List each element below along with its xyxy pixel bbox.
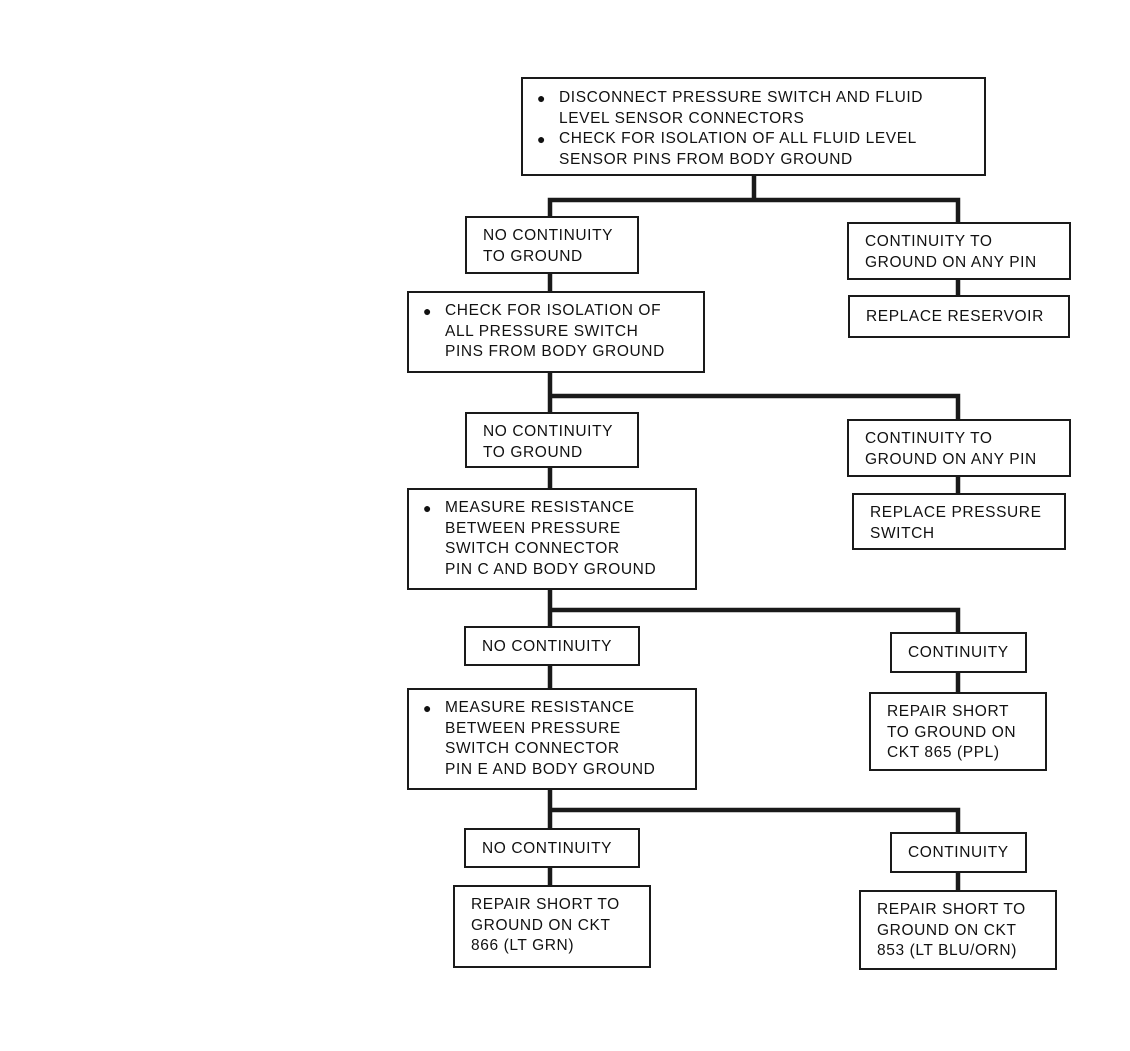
result-no-continuity-to-ground-1: NO CONTINUITY TO GROUND bbox=[465, 216, 639, 274]
step-text: CHECK FOR ISOLATION OF ALL PRESSURE SWIT… bbox=[445, 302, 665, 360]
connector-s1-branch bbox=[547, 171, 961, 225]
action-repair-short-ckt-866: REPAIR SHORT TO GROUND ON CKT 866 (LT GR… bbox=[453, 885, 651, 968]
bullet-icon: ● bbox=[423, 303, 433, 319]
result-continuity-1: CONTINUITY bbox=[890, 632, 1027, 673]
result-continuity-2: CONTINUITY bbox=[890, 832, 1027, 873]
step-text: MEASURE RESISTANCE BETWEEN PRESSURE SWIT… bbox=[445, 499, 657, 578]
bullet-icon: ● bbox=[423, 700, 433, 716]
bullet-icon: ● bbox=[423, 500, 433, 516]
result-continuity-to-ground-2: CONTINUITY TO GROUND ON ANY PIN bbox=[847, 419, 1071, 477]
action-replace-reservoir: REPLACE RESERVOIR bbox=[848, 295, 1070, 338]
connector-s9-branch bbox=[547, 587, 961, 635]
step-text: DISCONNECT PRESSURE SWITCH AND FLUID LEV… bbox=[559, 89, 924, 127]
connector-s13-branch bbox=[547, 787, 961, 835]
bullet-icon: ● bbox=[537, 131, 547, 147]
result-no-continuity-to-ground-2: NO CONTINUITY TO GROUND bbox=[465, 412, 639, 468]
step-text: CHECK FOR ISOLATION OF ALL FLUID LEVEL S… bbox=[559, 130, 917, 168]
result-no-continuity-1: NO CONTINUITY bbox=[464, 626, 640, 666]
action-repair-short-ckt-865: REPAIR SHORT TO GROUND ON CKT 865 (PPL) bbox=[869, 692, 1047, 771]
result-continuity-to-ground-1: CONTINUITY TO GROUND ON ANY PIN bbox=[847, 222, 1071, 280]
step-measure-resistance-pin-c: ● MEASURE RESISTANCE BETWEEN PRESSURE SW… bbox=[407, 488, 697, 590]
action-repair-short-ckt-853: REPAIR SHORT TO GROUND ON CKT 853 (LT BL… bbox=[859, 890, 1057, 970]
result-no-continuity-2: NO CONTINUITY bbox=[464, 828, 640, 868]
step-disconnect-and-check-fluid-sensor: ● DISCONNECT PRESSURE SWITCH AND FLUID L… bbox=[521, 77, 986, 176]
step-measure-resistance-pin-e: ● MEASURE RESISTANCE BETWEEN PRESSURE SW… bbox=[407, 688, 697, 790]
bullet-icon: ● bbox=[537, 90, 547, 106]
step-check-pressure-switch-isolation: ● CHECK FOR ISOLATION OF ALL PRESSURE SW… bbox=[407, 291, 705, 373]
action-replace-pressure-switch: REPLACE PRESSURE SWITCH bbox=[852, 493, 1066, 550]
connector-s5-branch bbox=[547, 369, 961, 422]
step-text: MEASURE RESISTANCE BETWEEN PRESSURE SWIT… bbox=[445, 699, 656, 778]
